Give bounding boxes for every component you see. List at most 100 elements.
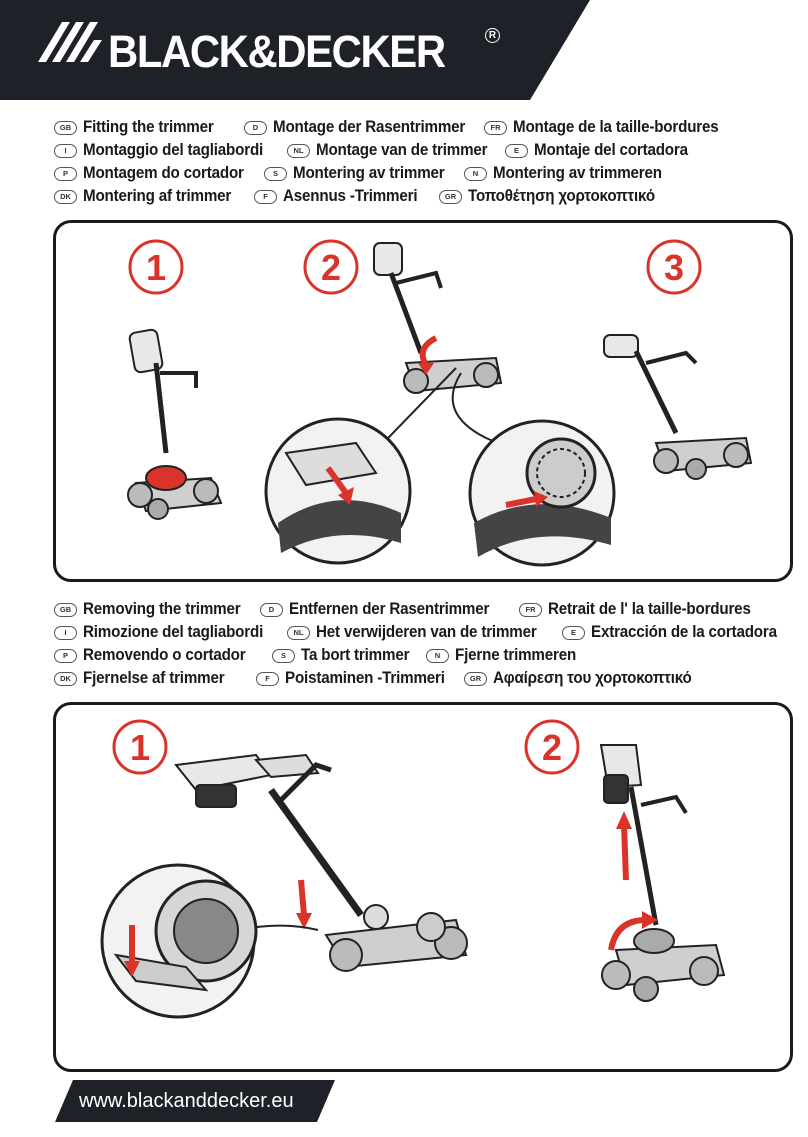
lang-entry: P Montagem do cortador <box>54 164 258 183</box>
lang-entry: D Montage der Rasentrimmer <box>244 118 482 137</box>
lang-badge: FR <box>484 120 507 135</box>
lang-title: Αφαίρεση του χορτοκοπτικό <box>493 669 692 687</box>
lang-entry: N Montering av trimmeren <box>464 164 677 183</box>
lang-title: Ta bort trimmer <box>301 646 410 664</box>
lang-title: Montaggio del tagliabordi <box>83 141 264 159</box>
logo-hash-icon <box>38 22 102 62</box>
fitting-illustration-panel: 1 2 3 <box>53 220 793 582</box>
lang-entry: DK Montering af trimmer <box>54 187 244 206</box>
lang-entry: NL Het verwijderen van de trimmer <box>287 623 556 642</box>
footer-banner <box>55 1080 335 1122</box>
lang-badge: NL <box>287 143 310 158</box>
fitting-title-list: GB Fitting the trimmer D Montage der Rasen… <box>54 116 794 212</box>
lang-badge: E <box>505 143 528 158</box>
step-number: 1 <box>146 247 166 288</box>
lang-entry: N Fjerne trimmeren <box>426 646 587 665</box>
lang-badge: F <box>254 189 277 204</box>
lang-entry: E Montaje del cortadora <box>505 141 701 160</box>
lang-title: Montering av trimmer <box>293 164 445 182</box>
lang-entry: FR Retrait de l' la taille-bordures <box>519 600 768 619</box>
lang-entry: GB Fitting the trimmer <box>54 118 225 137</box>
rotate-arrow-icon <box>418 335 438 375</box>
rotate-arrow-icon <box>608 911 658 951</box>
lang-badge: P <box>54 648 77 663</box>
lang-entry: F Poistaminen -Trimmeri <box>256 669 459 688</box>
lang-badge: FR <box>519 602 542 617</box>
lang-title: Retrait de l' la taille-bordures <box>548 600 751 618</box>
step-number: 2 <box>542 727 562 768</box>
lang-title: Fjernelse af trimmer <box>83 669 225 687</box>
lang-title: Montage der Rasentrimmer <box>273 118 466 136</box>
lang-title: Entfernen der Rasentrimmer <box>289 600 490 618</box>
down-arrow-icon <box>325 466 354 505</box>
mower-trimmer-illustration <box>174 753 468 972</box>
header-banner <box>0 0 590 100</box>
lang-badge: DK <box>54 189 77 204</box>
lang-title: Τοποθέτηση χορτοκοπτικό <box>468 187 655 205</box>
step-number: 3 <box>664 247 684 288</box>
website-url: www.blackanddecker.eu <box>79 1090 294 1112</box>
lang-badge: D <box>260 602 283 617</box>
lang-entry: F Asennus -Trimmeri <box>254 187 429 206</box>
step-number: 2 <box>321 247 341 288</box>
removing-illustration: 1 2 <box>100 719 726 1019</box>
step-3-badge: 3 <box>646 239 702 295</box>
lang-badge: I <box>54 143 77 158</box>
lang-entry: DK Fjernelse af trimmer <box>54 669 237 688</box>
right-arrow-icon <box>505 491 548 508</box>
lang-title: Montaje del cortadora <box>534 141 688 159</box>
up-arrow-icon <box>616 811 632 881</box>
lang-title: Montering af trimmer <box>83 187 232 205</box>
lang-badge: I <box>54 625 77 640</box>
lang-title: Montering av trimmeren <box>493 164 662 182</box>
lang-badge: GR <box>464 671 487 686</box>
step-number: 1 <box>130 727 150 768</box>
step-2-badge: 2 <box>524 719 580 775</box>
detail-zoom-circle <box>264 417 412 565</box>
lang-title: Removendo o cortador <box>83 646 246 664</box>
mower-trimmer-illustration <box>603 334 753 480</box>
lang-badge: D <box>244 120 267 135</box>
lang-title: Montagem do cortador <box>83 164 244 182</box>
step-1-badge: 1 <box>128 239 184 295</box>
lang-badge: NL <box>287 625 310 640</box>
lang-badge: P <box>54 166 77 181</box>
lang-title: Fitting the trimmer <box>83 118 214 136</box>
down-arrow-icon <box>124 925 140 977</box>
lang-title: Poistaminen -Trimmeri <box>285 669 445 687</box>
lang-title: Montage de la taille-bordures <box>513 118 719 136</box>
lang-badge: N <box>464 166 487 181</box>
lang-badge: GR <box>439 189 462 204</box>
lang-badge: S <box>272 648 295 663</box>
brand-logo: BLACK&DECKER <box>108 26 446 77</box>
lang-entry: GR Αφαίρεση του χορτοκοπτικό <box>464 669 709 688</box>
lang-entry: P Removendo o cortador <box>54 646 260 665</box>
lang-badge: N <box>426 648 449 663</box>
down-arrow-icon <box>296 879 312 929</box>
lang-title: Fjerne trimmeren <box>455 646 577 664</box>
lang-title: Rimozione del tagliabordi <box>83 623 264 641</box>
lang-title: Extracción de la cortadora <box>591 623 777 641</box>
lang-badge: E <box>562 625 585 640</box>
removing-illustration-panel: 1 2 <box>53 702 793 1072</box>
mower-trimmer-illustration <box>373 242 503 394</box>
lang-entry: D Entfernen der Rasentrimmer <box>260 600 507 619</box>
lang-title: Removing the trimmer <box>83 600 241 618</box>
lang-title: Het verwijderen van de trimmer <box>316 623 537 641</box>
detail-zoom-circle <box>100 863 258 1019</box>
lang-entry: FR Montage de la taille-bordures <box>484 118 736 137</box>
lang-badge: DK <box>54 671 77 686</box>
lang-title: Asennus -Trimmeri <box>283 187 418 205</box>
lang-entry: GR Τοποθέτηση χορτοκοπτικό <box>439 187 671 206</box>
lang-title: Montage van de trimmer <box>316 141 488 159</box>
lang-badge: GB <box>54 120 77 135</box>
lang-entry: I Rimozione del tagliabordi <box>54 623 279 642</box>
lang-entry: NL Montage van de trimmer <box>287 141 502 160</box>
lang-entry: E Extracción de la cortadora <box>562 623 793 642</box>
lang-entry: I Montaggio del tagliabordi <box>54 141 279 160</box>
registered-mark: R <box>485 28 500 43</box>
lang-badge: F <box>256 671 279 686</box>
